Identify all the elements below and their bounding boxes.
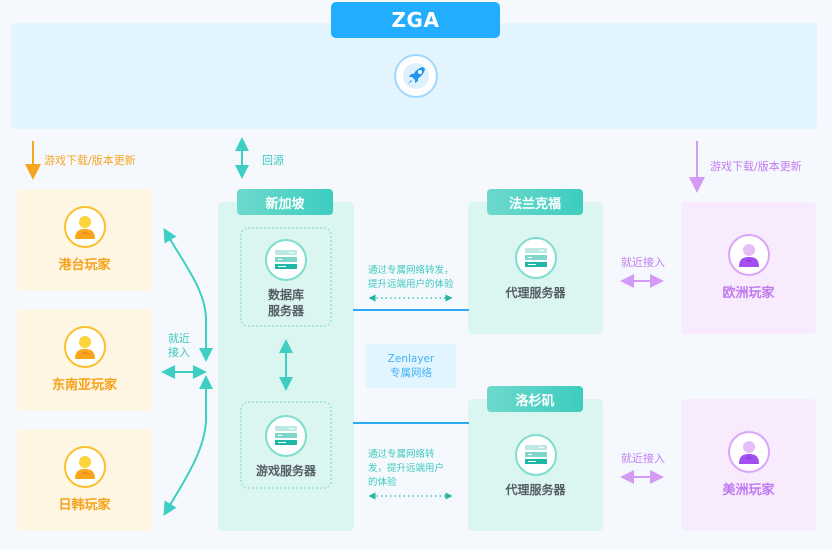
player-card-hk-tw: 港台玩家 <box>17 189 152 291</box>
db-server-box: 数据库 服务器 <box>240 227 332 327</box>
zenlayer-network-box: Zenlayer 专属网络 <box>366 344 456 388</box>
nearby-access-left-label: 就近 接入 <box>168 332 190 360</box>
nearby-access-line-1: 就近 <box>168 332 190 345</box>
player-label: 港台玩家 <box>58 258 111 273</box>
proxy-server-label: 代理服务器 <box>505 483 566 497</box>
right-download-label: 游戏下载/版本更新 <box>710 160 802 173</box>
user-icon <box>727 234 770 276</box>
player-card-europe: 欧洲玩家 <box>681 202 816 334</box>
player-label: 日韩玩家 <box>58 498 111 513</box>
player-card-jp-kr: 日韩玩家 <box>17 429 152 531</box>
player-label: 美洲玩家 <box>722 483 775 498</box>
region-tag-frankfurt: 法兰克福 <box>487 189 583 215</box>
forward-text-top: 通过专属网络转发， 提升远端用户的体验 <box>368 264 454 292</box>
frankfurt-proxy: 代理服务器 <box>468 237 603 301</box>
forward-bottom-line-1: 通过专属网络转 <box>368 449 435 460</box>
db-server-label: 数据库 服务器 <box>268 287 304 319</box>
network-line-los-angeles <box>353 422 469 424</box>
user-icon <box>63 446 106 488</box>
region-tag-los-angeles: 洛杉矶 <box>487 386 583 412</box>
server-icon <box>514 434 557 476</box>
user-icon <box>63 206 106 248</box>
user-icon <box>727 431 770 473</box>
proxy-server-label: 代理服务器 <box>505 286 566 300</box>
region-tag-singapore: 新加坡 <box>237 189 333 215</box>
zenlayer-line-2: 专属网络 <box>390 367 432 379</box>
player-card-sea: 东南亚玩家 <box>17 309 152 411</box>
nearby-access-line-2: 接入 <box>168 346 190 359</box>
db-server-line-2: 服务器 <box>267 304 304 318</box>
forward-bottom-line-3: 的体验 <box>368 477 397 488</box>
player-label: 东南亚玩家 <box>51 378 117 393</box>
network-line-frankfurt <box>353 309 469 311</box>
forward-top-line-2: 提升远端用户的体验 <box>368 279 454 290</box>
forward-top-line-1: 通过专属网络转发， <box>368 265 454 276</box>
left-download-label: 游戏下载/版本更新 <box>44 154 136 167</box>
server-icon <box>265 415 307 457</box>
zenlayer-line-1: Zenlayer <box>387 353 435 365</box>
rocket-icon <box>394 54 438 98</box>
jp-kr-access-arrow <box>163 375 213 517</box>
los-angeles-proxy: 代理服务器 <box>468 434 603 498</box>
player-label: 欧洲玩家 <box>722 286 775 301</box>
user-icon <box>63 326 106 368</box>
forward-text-bottom: 通过专属网络转 发，提升远端用户 的体验 <box>368 448 444 490</box>
nearby-access-right-top-label: 就近接入 <box>621 256 665 269</box>
zga-title: ZGA <box>331 2 500 38</box>
server-icon <box>514 237 557 279</box>
origin-pull-label: 回源 <box>262 154 284 167</box>
server-icon <box>265 239 307 281</box>
game-server-box: 游戏服务器 <box>240 401 332 489</box>
db-server-line-1: 数据库 <box>267 288 304 302</box>
player-card-america: 美洲玩家 <box>681 399 816 531</box>
forward-bottom-line-2: 发，提升远端用户 <box>368 463 445 474</box>
game-server-label: 游戏服务器 <box>255 464 316 478</box>
nearby-access-right-bottom-label: 就近接入 <box>621 452 665 465</box>
